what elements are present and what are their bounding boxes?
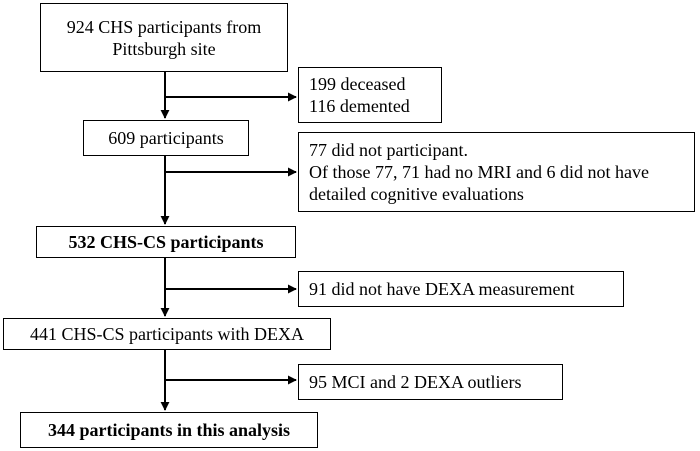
main-step-3-box: 532 CHS-CS participants: [36, 226, 296, 258]
exclusion-3-line-1: 91 did not have DEXA measurement: [309, 279, 575, 299]
exclusion-1-line-1: 199 deceased: [309, 74, 406, 94]
exclusion-4-line-1: 95 MCI and 2 DEXA outliers: [309, 372, 522, 392]
exclusion-2-line-3: detailed cognitive evaluations: [309, 184, 524, 204]
exclusion-4-box: 95 MCI and 2 DEXA outliers: [298, 364, 563, 400]
main-step-2-line-1: 609 participants: [108, 128, 224, 148]
exclusion-2-box: 77 did not participant. Of those 77, 71 …: [298, 132, 695, 212]
main-step-2-box: 609 participants: [83, 120, 249, 156]
main-step-5-line-1: 344 participants in this analysis: [47, 420, 291, 440]
exclusion-3-box: 91 did not have DEXA measurement: [298, 271, 624, 307]
main-step-5-box: 344 participants in this analysis: [20, 412, 318, 448]
exclusion-1-line-2: 116 demented: [309, 96, 410, 116]
main-step-3-line-1: 532 CHS-CS participants: [68, 232, 264, 252]
exclusion-2-line-1: 77 did not participant.: [309, 140, 468, 160]
main-step-4-box: 441 CHS-CS participants with DEXA: [3, 318, 331, 350]
exclusion-2-line-2: Of those 77, 71 had no MRI and 6 did not…: [309, 162, 649, 182]
main-step-1-box: 924 CHS participants from Pittsburgh sit…: [40, 3, 288, 72]
main-step-1-line-1: 924 CHS participants from: [66, 16, 262, 37]
main-step-4-line-1: 441 CHS-CS participants with DEXA: [30, 324, 304, 344]
exclusion-1-box: 199 deceased 116 demented: [298, 67, 442, 123]
main-step-1-line-2: Pittsburgh site: [112, 38, 216, 59]
